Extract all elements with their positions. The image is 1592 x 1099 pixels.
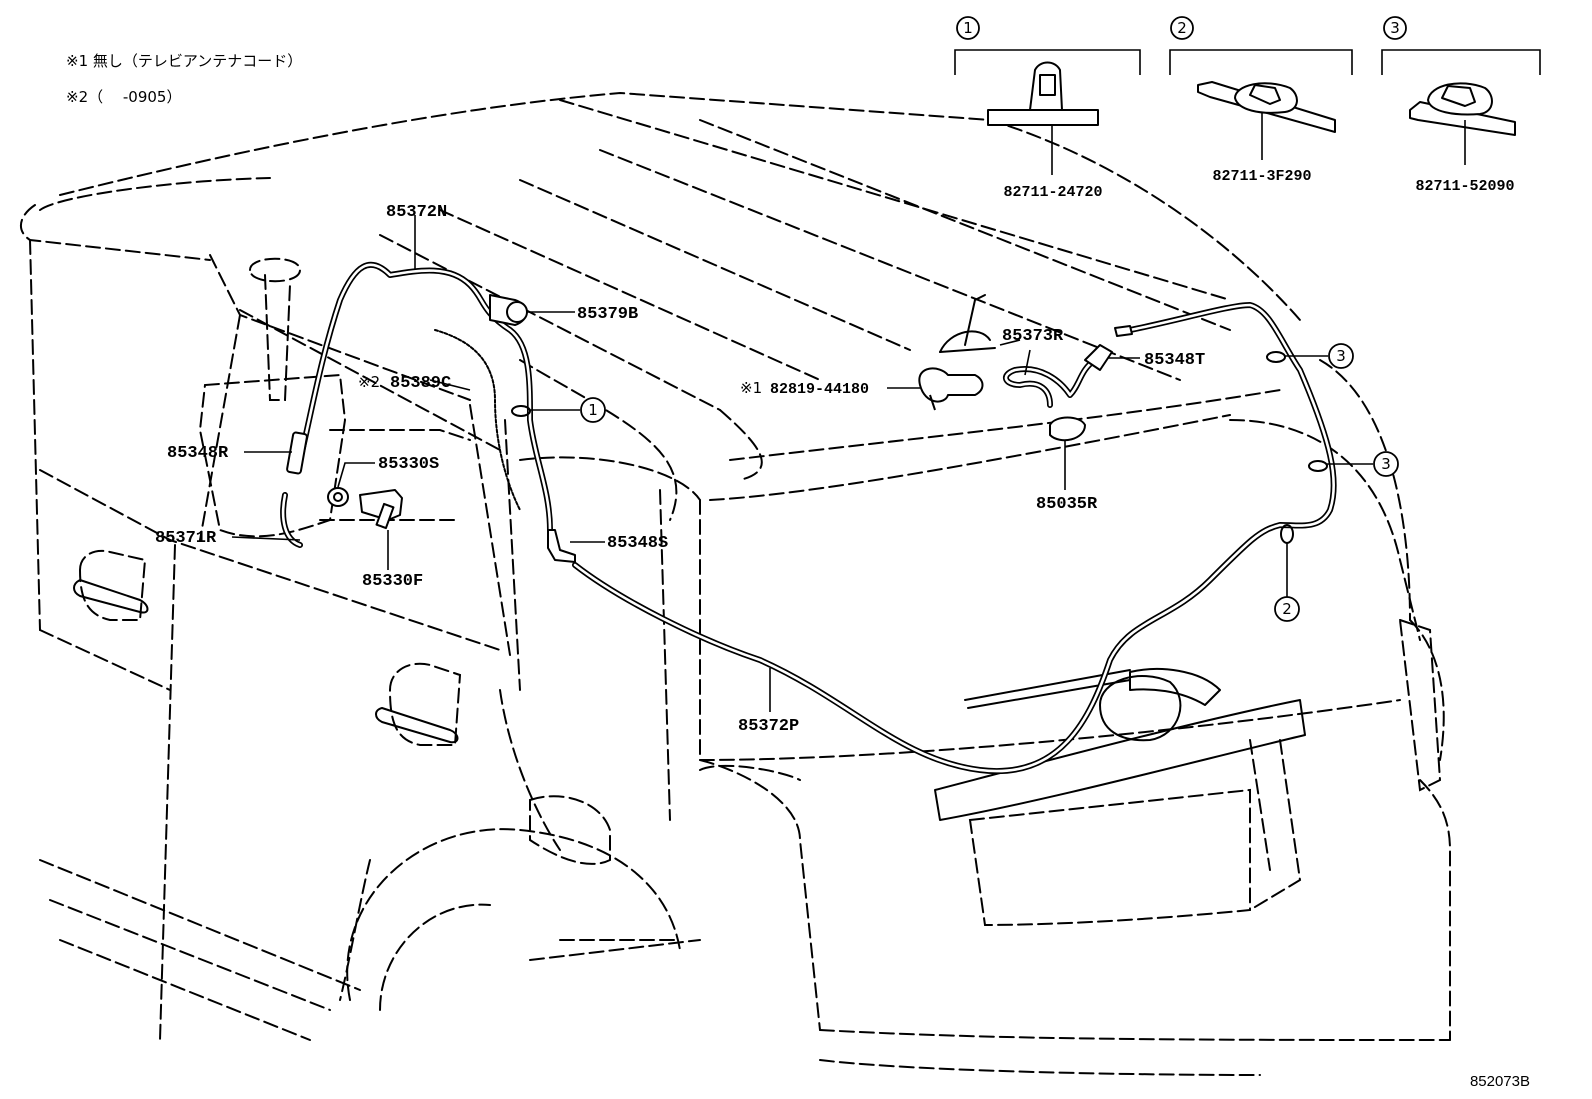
marker-1: 1: [588, 401, 598, 419]
parts: [286, 294, 1133, 563]
callout-part-3: 82711-52090: [1415, 178, 1514, 195]
label-85330F: 85330F: [362, 572, 423, 591]
callout-number-3-text: 3: [1390, 19, 1400, 37]
callout-number-3: [1383, 16, 1407, 40]
label-85330S: 85330S: [378, 455, 439, 474]
hose-markers: 1 3 3 2: [580, 343, 1399, 622]
label-85372N: 85372N: [386, 203, 447, 222]
note-1: ※1 無し（テレビアンテナコード）: [66, 52, 302, 70]
label-85348T: 85348T: [1144, 351, 1205, 370]
callout-number-1-text: 1: [963, 19, 973, 37]
label-85371R: 85371R: [155, 529, 217, 548]
door-handles: [73, 579, 459, 744]
label-82819-44180: 82819-44180: [770, 381, 869, 398]
hose-protector-85389C: [434, 329, 521, 511]
marker-2: 2: [1282, 600, 1292, 618]
callout-detail-2: 2 82711-3F290: [1169, 16, 1353, 185]
label-85389C: 85389C: [390, 374, 451, 393]
washer-hoses: [280, 261, 1337, 775]
part-labels: 85372N 85379B ※2 85389C 85348R 85330S 85…: [155, 203, 1205, 736]
label-85379B: 85379B: [577, 305, 638, 324]
label-82819-mark: ※1: [740, 379, 762, 397]
marker-3b: 3: [1381, 455, 1391, 473]
label-85348R: 85348R: [167, 444, 229, 463]
rear-garnish: [934, 699, 1306, 821]
leader-lines: [231, 215, 1373, 712]
callout-number-2-text: 2: [1177, 19, 1187, 37]
roof-antenna: [939, 294, 996, 353]
callout-part-2: 82711-3F290: [1212, 168, 1311, 185]
callout-number-2: [1170, 16, 1194, 40]
callout-detail-1: 1 82711-24720: [954, 16, 1141, 201]
label-85035R: 85035R: [1036, 495, 1098, 514]
notes: ※1 無し（テレビアンテナコード） ※2（ -0905）: [66, 52, 302, 106]
diagram-code: 852073B: [1470, 1073, 1530, 1090]
label-85348S: 85348S: [607, 534, 668, 553]
label-85372P: 85372P: [738, 717, 799, 736]
label-85373R: 85373R: [1002, 327, 1064, 346]
vehicle-body-outline: [20, 91, 1451, 1076]
label-85389C-mark: ※2: [358, 373, 380, 391]
callout-detail-3: 3 82711-52090: [1381, 16, 1541, 195]
callout-number-1: [956, 16, 980, 40]
note-2: ※2（ -0905）: [66, 88, 181, 106]
marker-3a: 3: [1336, 347, 1346, 365]
callout-part-1: 82711-24720: [1003, 184, 1102, 201]
